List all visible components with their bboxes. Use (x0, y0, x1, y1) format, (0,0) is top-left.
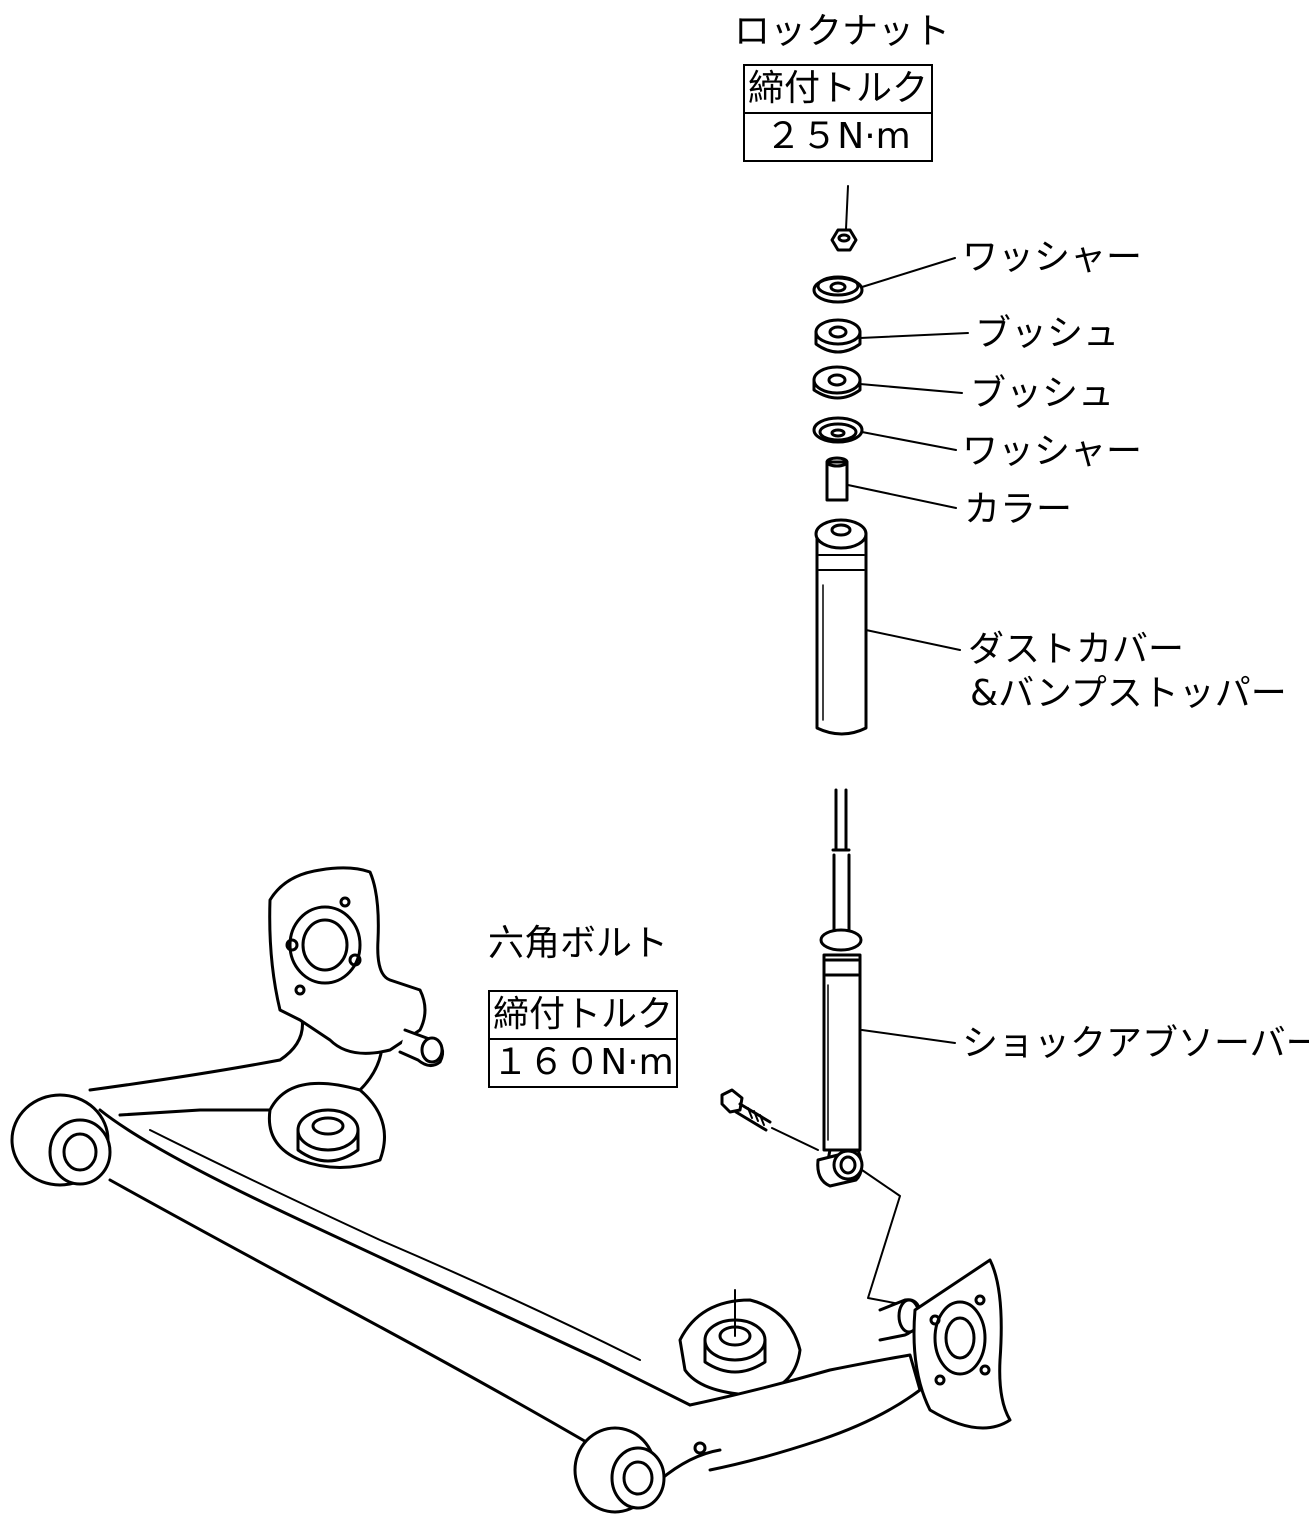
lock-nut-torque-box: 締付トルク ２５N·m (743, 64, 933, 162)
lock-nut-label: ロックナット (734, 11, 951, 52)
shock-absorber-leader (861, 1029, 956, 1044)
hex-bolt-part (720, 1088, 819, 1151)
bolt-path-leader (861, 1169, 906, 1306)
lock-nut-part (830, 228, 858, 252)
hex-bolt-torque-value: １６０N·m (490, 1038, 676, 1086)
upper-washer-leader (861, 257, 956, 288)
upper-bush-leader (859, 332, 969, 339)
shock-absorber-label: ショックアブソーバー (962, 1023, 1309, 1064)
upper-washer-part (812, 275, 864, 304)
hex-bolt-torque-box: 締付トルク １６０N·m (488, 990, 678, 1088)
lock-nut-leader (845, 185, 849, 230)
upper-bush-part (814, 318, 862, 354)
dust-cover-label-line1: ダストカバー (968, 629, 1185, 670)
dust-cover-leader (865, 629, 961, 651)
lock-nut-torque-heading: 締付トルク (747, 68, 928, 109)
hex-bolt-torque-heading: 締付トルク (492, 994, 673, 1035)
lock-nut-torque-value: ２５N·m (745, 112, 931, 160)
lower-washer-label: ワッシャー (962, 431, 1143, 472)
lower-bush-part (812, 365, 862, 400)
rear-axle-beam (10, 866, 1012, 1514)
dust-cover-label-line2: &バンプストッパー (970, 673, 1287, 714)
shock-absorber-part (816, 788, 864, 1188)
upper-bush-label: ブッシュ (975, 313, 1120, 354)
collar-label: カラー (964, 489, 1073, 530)
hex-bolt-label: 六角ボルト (488, 923, 669, 964)
dust-cover-part (814, 518, 868, 736)
lower-washer-part (812, 416, 864, 444)
lower-bush-leader (859, 383, 963, 394)
collar-part (825, 456, 849, 502)
upper-washer-label: ワッシャー (962, 237, 1143, 278)
collar-leader (847, 484, 957, 509)
lower-washer-leader (861, 431, 957, 451)
lower-bush-label: ブッシュ (970, 373, 1115, 414)
